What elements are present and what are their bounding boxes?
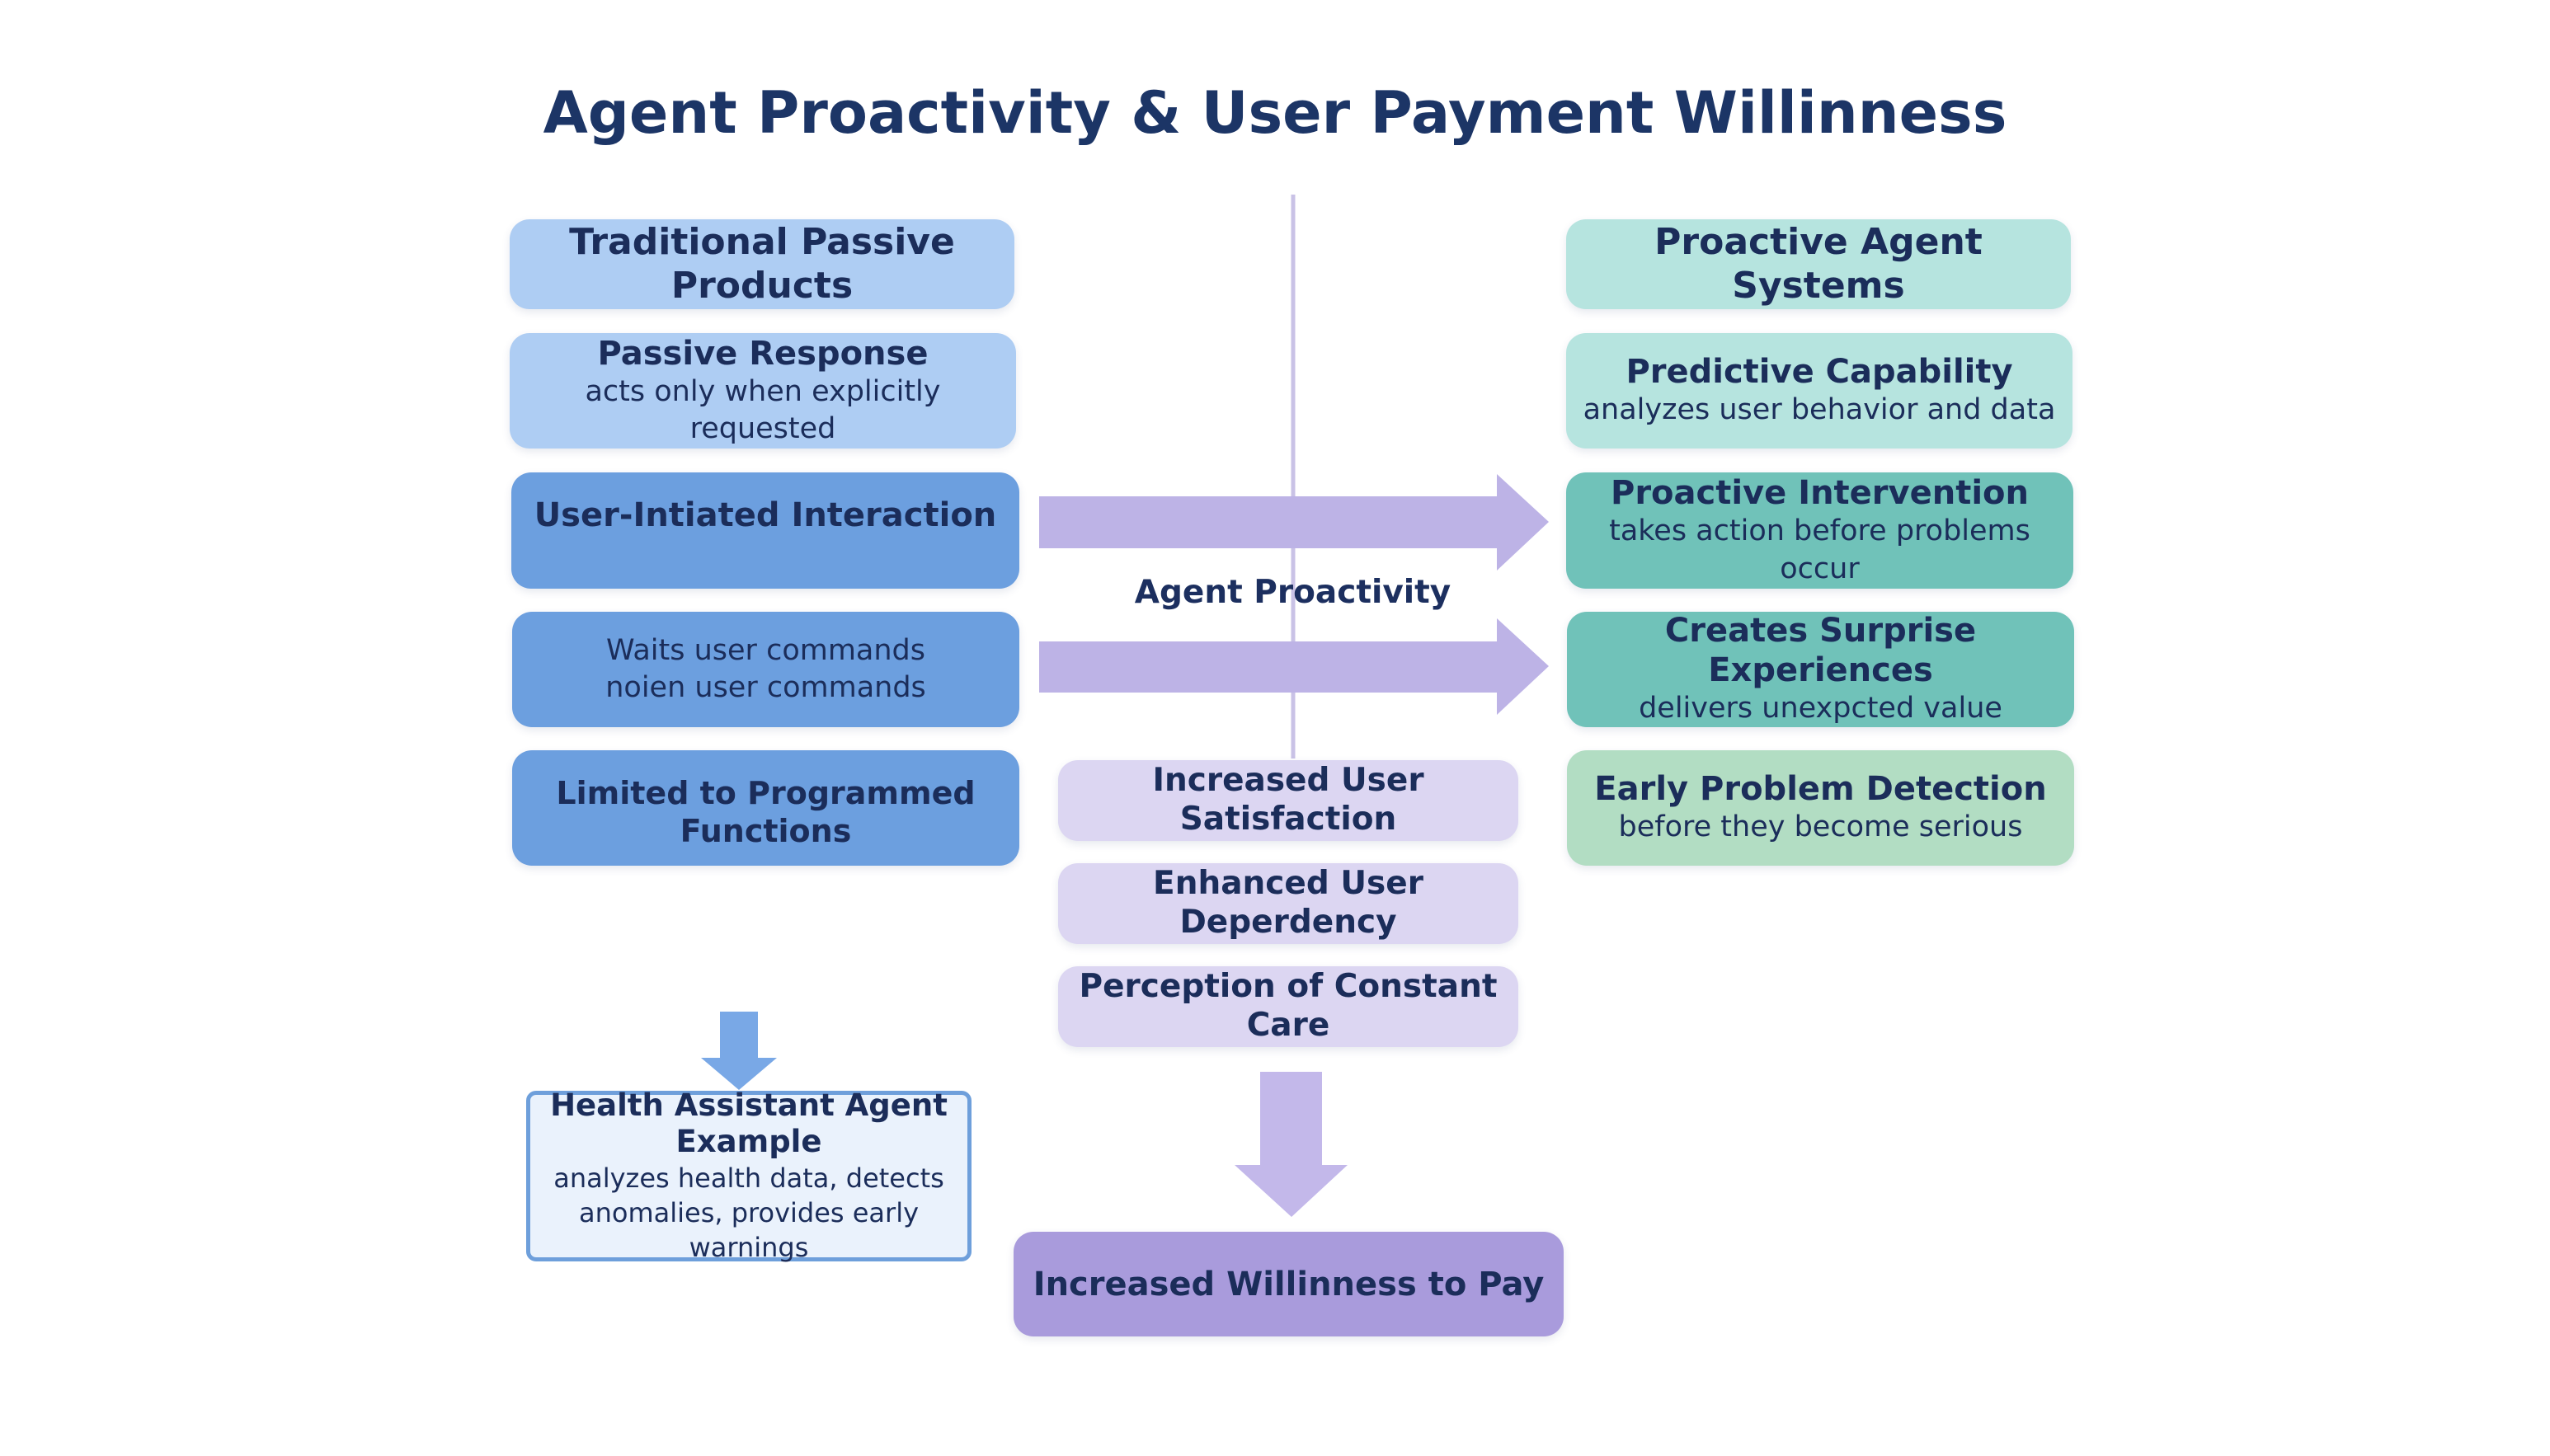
- surprise-experiences-box: Creates Surprise Experiences delivers un…: [1567, 612, 2074, 727]
- early-problem-detection-subtitle: before they become serious: [1618, 810, 2023, 844]
- limited-programmed-functions-label: Limited to Programmed Functions: [556, 775, 976, 849]
- predictive-capability-subtitle: analyzes user behavior and data: [1583, 393, 2056, 427]
- proactive-intervention-box: Proactive Intervention takes action befo…: [1566, 472, 2073, 589]
- example-title-line2: Example: [675, 1124, 822, 1160]
- traditional-passive-products-label: Traditional Passive Products: [569, 220, 955, 307]
- proactive-intervention-title: Proactive Intervention: [1611, 474, 2029, 512]
- effect-box-1: Increased User Satisfaction: [1058, 760, 1518, 841]
- waits-user-commands-line1: Waits user commands: [605, 633, 926, 667]
- limited-programmed-functions-box: Limited to Programmed Functions: [512, 750, 1019, 866]
- right-arrow-upper: [1039, 474, 1549, 571]
- effect-box-3: Perception of Constant Care: [1058, 966, 1518, 1047]
- proactive-agent-systems-header: Proactive Agent Systems: [1566, 219, 2071, 309]
- early-problem-detection-title: Early Problem Detection: [1594, 770, 2047, 809]
- down-arrow-left: [701, 1012, 777, 1090]
- user-initiated-interaction-box: User-Intiated Interaction: [511, 472, 1019, 589]
- predictive-capability-title: Predictive Capability: [1626, 353, 2013, 392]
- effect-label-2: Enhanced User Deperdency: [1153, 865, 1423, 941]
- example-desc-line2: anomalies, provides early warnings: [578, 1196, 920, 1264]
- health-assistant-example-box: Health Assistant Agent Example analyzes …: [526, 1087, 972, 1263]
- right-arrow-lower: [1039, 618, 1549, 715]
- effect-label-3: Perception of Constant Care: [1079, 968, 1498, 1044]
- willingness-to-pay-label: Increased Willinness to Pay: [1033, 1265, 1545, 1303]
- willingness-to-pay-box: Increased Willinness to Pay: [1014, 1232, 1564, 1336]
- waits-user-commands-box: Waits user commands noien user commands: [512, 612, 1019, 727]
- proactive-agent-systems-label: Proactive Agent Systems: [1654, 220, 1983, 307]
- example-title-line1: Health Assistant Agent: [550, 1087, 948, 1123]
- proactive-intervention-subtitle: takes action before problems occur: [1609, 514, 2030, 585]
- surprise-experiences-subtitle: delivers unexpcted value: [1639, 692, 2002, 726]
- predictive-capability-box: Predictive Capability analyzes user beha…: [1566, 333, 2072, 449]
- diagram-title: Agent Proactivity & User Payment Willinn…: [543, 79, 2007, 147]
- down-arrow-center: [1235, 1072, 1348, 1217]
- passive-response-box: Passive Response acts only when explicit…: [510, 333, 1016, 449]
- agent-proactivity-label: Agent Proactivity: [1134, 574, 1451, 611]
- surprise-experiences-title: Creates Surprise Experiences: [1664, 612, 1977, 690]
- early-problem-detection-box: Early Problem Detection before they beco…: [1567, 750, 2074, 866]
- user-initiated-interaction-label: User-Intiated Interaction: [534, 496, 997, 534]
- effect-label-1: Increased User Satisfaction: [1152, 762, 1424, 838]
- passive-response-title: Passive Response: [597, 334, 929, 373]
- traditional-passive-products-header: Traditional Passive Products: [510, 219, 1014, 309]
- effect-box-2: Enhanced User Deperdency: [1058, 863, 1518, 944]
- waits-user-commands-line2: noien user commands: [605, 671, 926, 704]
- example-desc-line1: analyzes health data, detects: [553, 1162, 944, 1194]
- passive-response-subtitle: acts only when explicitly requested: [585, 374, 941, 446]
